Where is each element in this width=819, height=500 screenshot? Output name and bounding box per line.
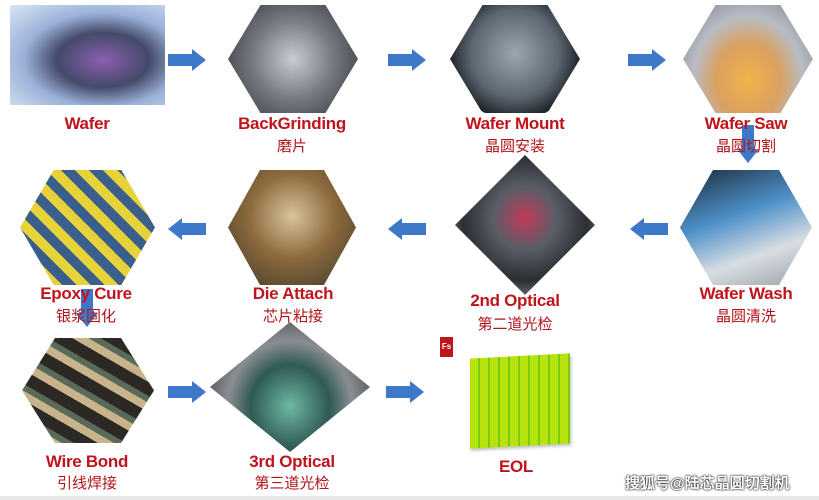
step-label-wire-bond: Wire Bond (45, 452, 129, 471)
logo-text: Fs (441, 342, 452, 351)
wafer-saw-image (683, 5, 813, 113)
bottom-divider (0, 496, 819, 500)
arrow-right-icon (168, 49, 208, 71)
step-label-backgrinding: BackGrinding (238, 114, 346, 133)
step-label-backgrinding-cn: 磨片 (276, 137, 307, 155)
epoxy-cure-image (20, 170, 155, 285)
arrow-left-icon (386, 218, 426, 240)
arrow-left-icon (166, 218, 206, 240)
watermark: 搜狐号@陆芯晶圆切割机 (625, 475, 790, 492)
step-label-3rd-optical-cn: 第三道光检 (254, 474, 330, 492)
step-label-3rd-optical: 3rd Optical (249, 452, 335, 471)
step-label-wafer-wash-cn: 晶圆清洗 (715, 307, 776, 325)
arrow-right-icon (168, 381, 208, 403)
arrow-left-icon (628, 218, 668, 240)
step-label-eol: EOL (498, 457, 534, 476)
step-label-epoxy-cure-cn: 银浆固化 (55, 307, 116, 325)
step-label-2nd-optical: 2nd Optical (470, 291, 560, 310)
logo: Fs (440, 337, 453, 357)
step-label-wafer-saw-cn: 晶圆切割 (715, 137, 776, 155)
arrow-right-icon (386, 381, 426, 403)
step-label-wafer-wash: Wafer Wash (699, 284, 793, 303)
arrow-right-icon (628, 49, 668, 71)
die-attach-image (228, 170, 356, 285)
wire-bond-image (22, 338, 154, 443)
step-label-2nd-optical-cn: 第二道光检 (477, 315, 553, 333)
wafer-mount-image (450, 5, 580, 113)
arrow-right-icon (388, 49, 428, 71)
step-label-wafer-saw: Wafer Saw (704, 114, 788, 133)
eol-image (470, 353, 570, 449)
wafer-image (10, 5, 165, 105)
backgrinding-image (228, 5, 358, 113)
step-label-wire-bond-cn: 引线焊接 (56, 474, 117, 492)
wafer-wash-image (680, 170, 812, 285)
3rd-optical-image (210, 322, 370, 452)
step-label-wafer: Wafer (64, 114, 110, 133)
2nd-optical-image (455, 155, 595, 295)
step-label-die-attach: Die Attach (252, 284, 334, 303)
step-label-die-attach-cn: 芯片粘接 (262, 307, 323, 325)
step-label-wafer-mount-cn: 晶圆安装 (484, 137, 545, 155)
step-label-epoxy-cure: Epoxy Cure (40, 284, 132, 303)
step-label-wafer-mount: Wafer Mount (465, 114, 565, 133)
